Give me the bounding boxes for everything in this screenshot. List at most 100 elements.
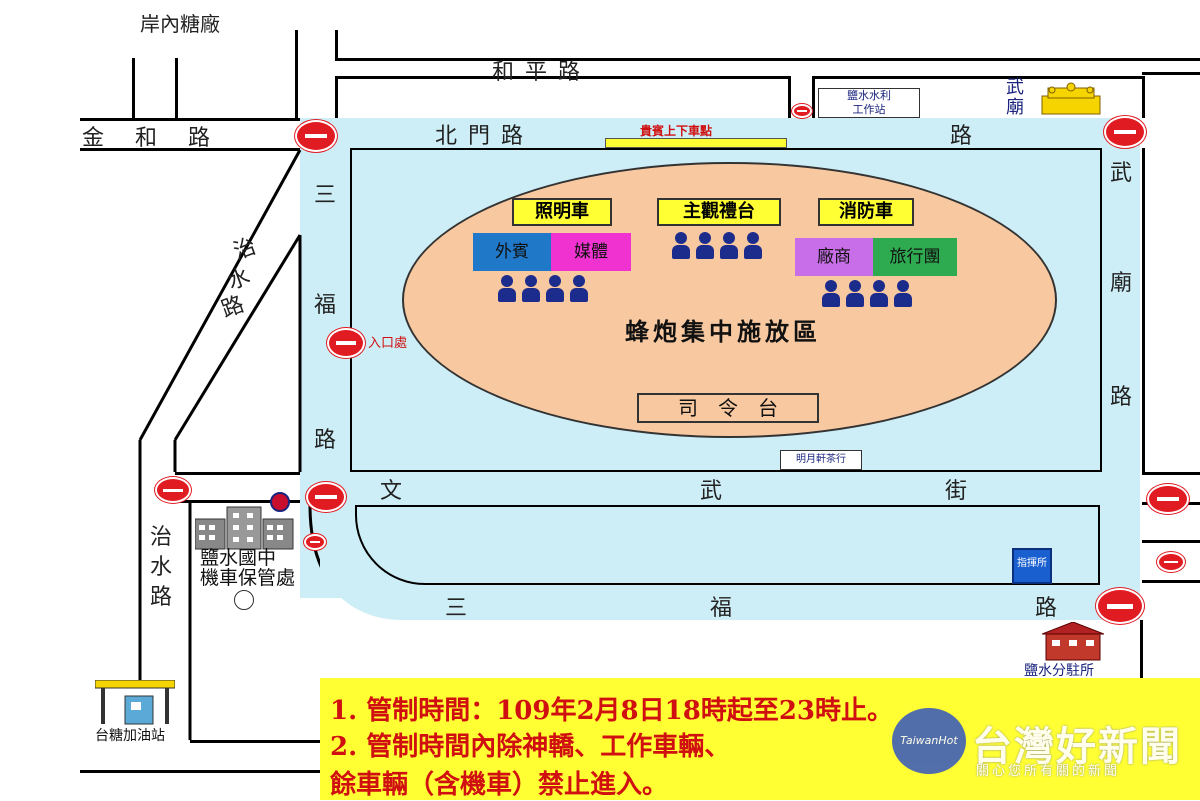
heping-road-label: 和 平 路 bbox=[492, 60, 582, 85]
zhishui-road-lower-2: 水 bbox=[149, 555, 172, 580]
beimen-road-label-right: 路 bbox=[950, 124, 975, 149]
road-line bbox=[80, 148, 300, 151]
zhishui-road-lower-1: 治 bbox=[149, 525, 172, 550]
command-post-sign: 指揮所 bbox=[1012, 548, 1052, 584]
road-line bbox=[1142, 148, 1145, 473]
watermark-brand: 台灣好新聞 bbox=[972, 724, 1182, 770]
road-line bbox=[1142, 72, 1200, 75]
wenwu-street-area bbox=[300, 472, 1140, 502]
command-stage-box: 司 令 台 bbox=[637, 393, 819, 423]
person-icon bbox=[744, 232, 762, 260]
sugar-factory-label: 岸內糖廠 bbox=[140, 12, 220, 36]
school-building-icon bbox=[194, 505, 295, 550]
guest-dropoff-marker bbox=[605, 138, 787, 148]
school-symbol-icon bbox=[234, 590, 254, 610]
irrigation-station-sign: 鹽水水利 工作站 bbox=[818, 88, 920, 118]
beimen-road-label: 北 門 路 bbox=[435, 124, 525, 149]
gas-station-label: 台糖加油站 bbox=[95, 728, 165, 744]
road-line bbox=[80, 118, 300, 121]
wumiao-road-1: 武 bbox=[1109, 161, 1132, 186]
road-closure-stop-icon bbox=[792, 104, 812, 118]
person-icon bbox=[522, 275, 540, 303]
road-line bbox=[335, 58, 1200, 61]
road-closure-stop-icon bbox=[304, 534, 326, 550]
person-icon bbox=[696, 232, 714, 260]
parking-marker-icon bbox=[270, 492, 290, 512]
sanfu-road-v-1: 三 bbox=[313, 183, 336, 208]
road-line bbox=[80, 770, 320, 773]
person-icon bbox=[720, 232, 738, 260]
road-line bbox=[1142, 580, 1200, 583]
road-line bbox=[1142, 76, 1145, 118]
road-line bbox=[1142, 472, 1200, 475]
command-post-label: 指揮所 bbox=[1017, 558, 1047, 569]
lighting-truck-box: 照明車 bbox=[512, 198, 612, 226]
watermark-logo-text: TaiwanHot bbox=[900, 734, 958, 747]
wenwu-street-1: 文 bbox=[380, 479, 405, 504]
road-line bbox=[788, 76, 791, 118]
road-line bbox=[175, 58, 178, 118]
fire-truck-box: 消防車 bbox=[818, 198, 914, 226]
guest-dropoff-label: 貴賓上下車點 bbox=[640, 124, 713, 138]
road-closure-stop-icon bbox=[306, 482, 346, 512]
sanfu-road-h-1: 三 bbox=[445, 596, 470, 621]
police-station-icon bbox=[1041, 621, 1105, 662]
gas-station-icon bbox=[94, 679, 176, 725]
notice-line-3: 餘車輛（含機車）禁止進入。 bbox=[330, 770, 669, 800]
person-icon bbox=[822, 280, 840, 308]
watermark-subtitle: 關心您所有關的新聞 bbox=[976, 764, 1121, 779]
road-closure-stop-icon bbox=[155, 477, 191, 503]
road-line bbox=[175, 500, 300, 503]
notice-box: 1. 管制時間：109年2月8日18時起至23時止。 2. 管制時間內除神轎、工… bbox=[320, 678, 1200, 800]
notice-line-2: 2. 管制時間內除神轎、工作車輛、 bbox=[330, 732, 731, 762]
wumiao-road-2: 廟 bbox=[1109, 271, 1132, 296]
media-box: 媒體 bbox=[551, 233, 631, 271]
person-icon bbox=[570, 275, 588, 303]
person-icon bbox=[498, 275, 516, 303]
fireworks-zone-title: 蜂炮集中施放區 bbox=[625, 318, 821, 346]
person-icon bbox=[870, 280, 888, 308]
tour-groups-box: 旅行團 bbox=[873, 238, 957, 276]
person-icon bbox=[546, 275, 564, 303]
road-line bbox=[335, 30, 338, 60]
diagonal-roads bbox=[138, 149, 320, 740]
road-line bbox=[295, 30, 298, 118]
taiwanhot-logo-icon: TaiwanHot bbox=[892, 708, 966, 774]
road-closure-stop-icon bbox=[295, 120, 337, 152]
road-line bbox=[335, 76, 338, 118]
road-closure-stop-icon bbox=[1147, 484, 1189, 514]
tea-shop-sign: 明月軒茶行 bbox=[780, 450, 862, 470]
road-closure-stop-icon bbox=[327, 328, 365, 358]
school-label: 鹽水國中 機車保管處 bbox=[200, 547, 296, 589]
road-closure-stop-icon bbox=[1157, 552, 1185, 572]
police-station-label: 鹽水分駐所 bbox=[1024, 663, 1094, 679]
temple-icon bbox=[1040, 82, 1102, 116]
foreign-guests-box: 外賓 bbox=[473, 233, 551, 271]
person-icon bbox=[672, 232, 690, 260]
road-closure-stop-icon bbox=[1104, 116, 1146, 148]
notice-line-1: 1. 管制時間：109年2月8日18時起至23時止。 bbox=[330, 696, 894, 726]
wenwu-street-2: 武 bbox=[700, 479, 725, 504]
sanfu-road-v-2: 福 bbox=[313, 293, 336, 318]
jinhe-road-label: 金 和 路 bbox=[82, 126, 222, 151]
person-icon bbox=[894, 280, 912, 308]
road-line bbox=[1140, 620, 1143, 680]
entrance-label: 入口處 bbox=[368, 336, 408, 351]
wenwu-street-3: 街 bbox=[945, 479, 970, 504]
road-line bbox=[812, 76, 1142, 79]
sanfu-road-h-3: 路 bbox=[1035, 596, 1060, 621]
road-closure-stop-icon bbox=[1096, 588, 1144, 624]
sanfu-road-h-2: 福 bbox=[710, 596, 735, 621]
road-line bbox=[132, 58, 135, 118]
block-inner bbox=[355, 505, 1100, 585]
person-icon bbox=[846, 280, 864, 308]
road-line bbox=[1142, 540, 1200, 543]
road-line bbox=[175, 472, 300, 475]
road-line bbox=[190, 740, 320, 743]
road-line bbox=[335, 76, 790, 79]
road-line bbox=[812, 76, 815, 118]
wumiao-road-3: 路 bbox=[1109, 385, 1132, 410]
sanfu-road-v-3: 路 bbox=[313, 428, 336, 453]
zhishui-road-lower-3: 路 bbox=[149, 585, 172, 610]
main-stage-box: 主觀禮台 bbox=[657, 198, 781, 226]
